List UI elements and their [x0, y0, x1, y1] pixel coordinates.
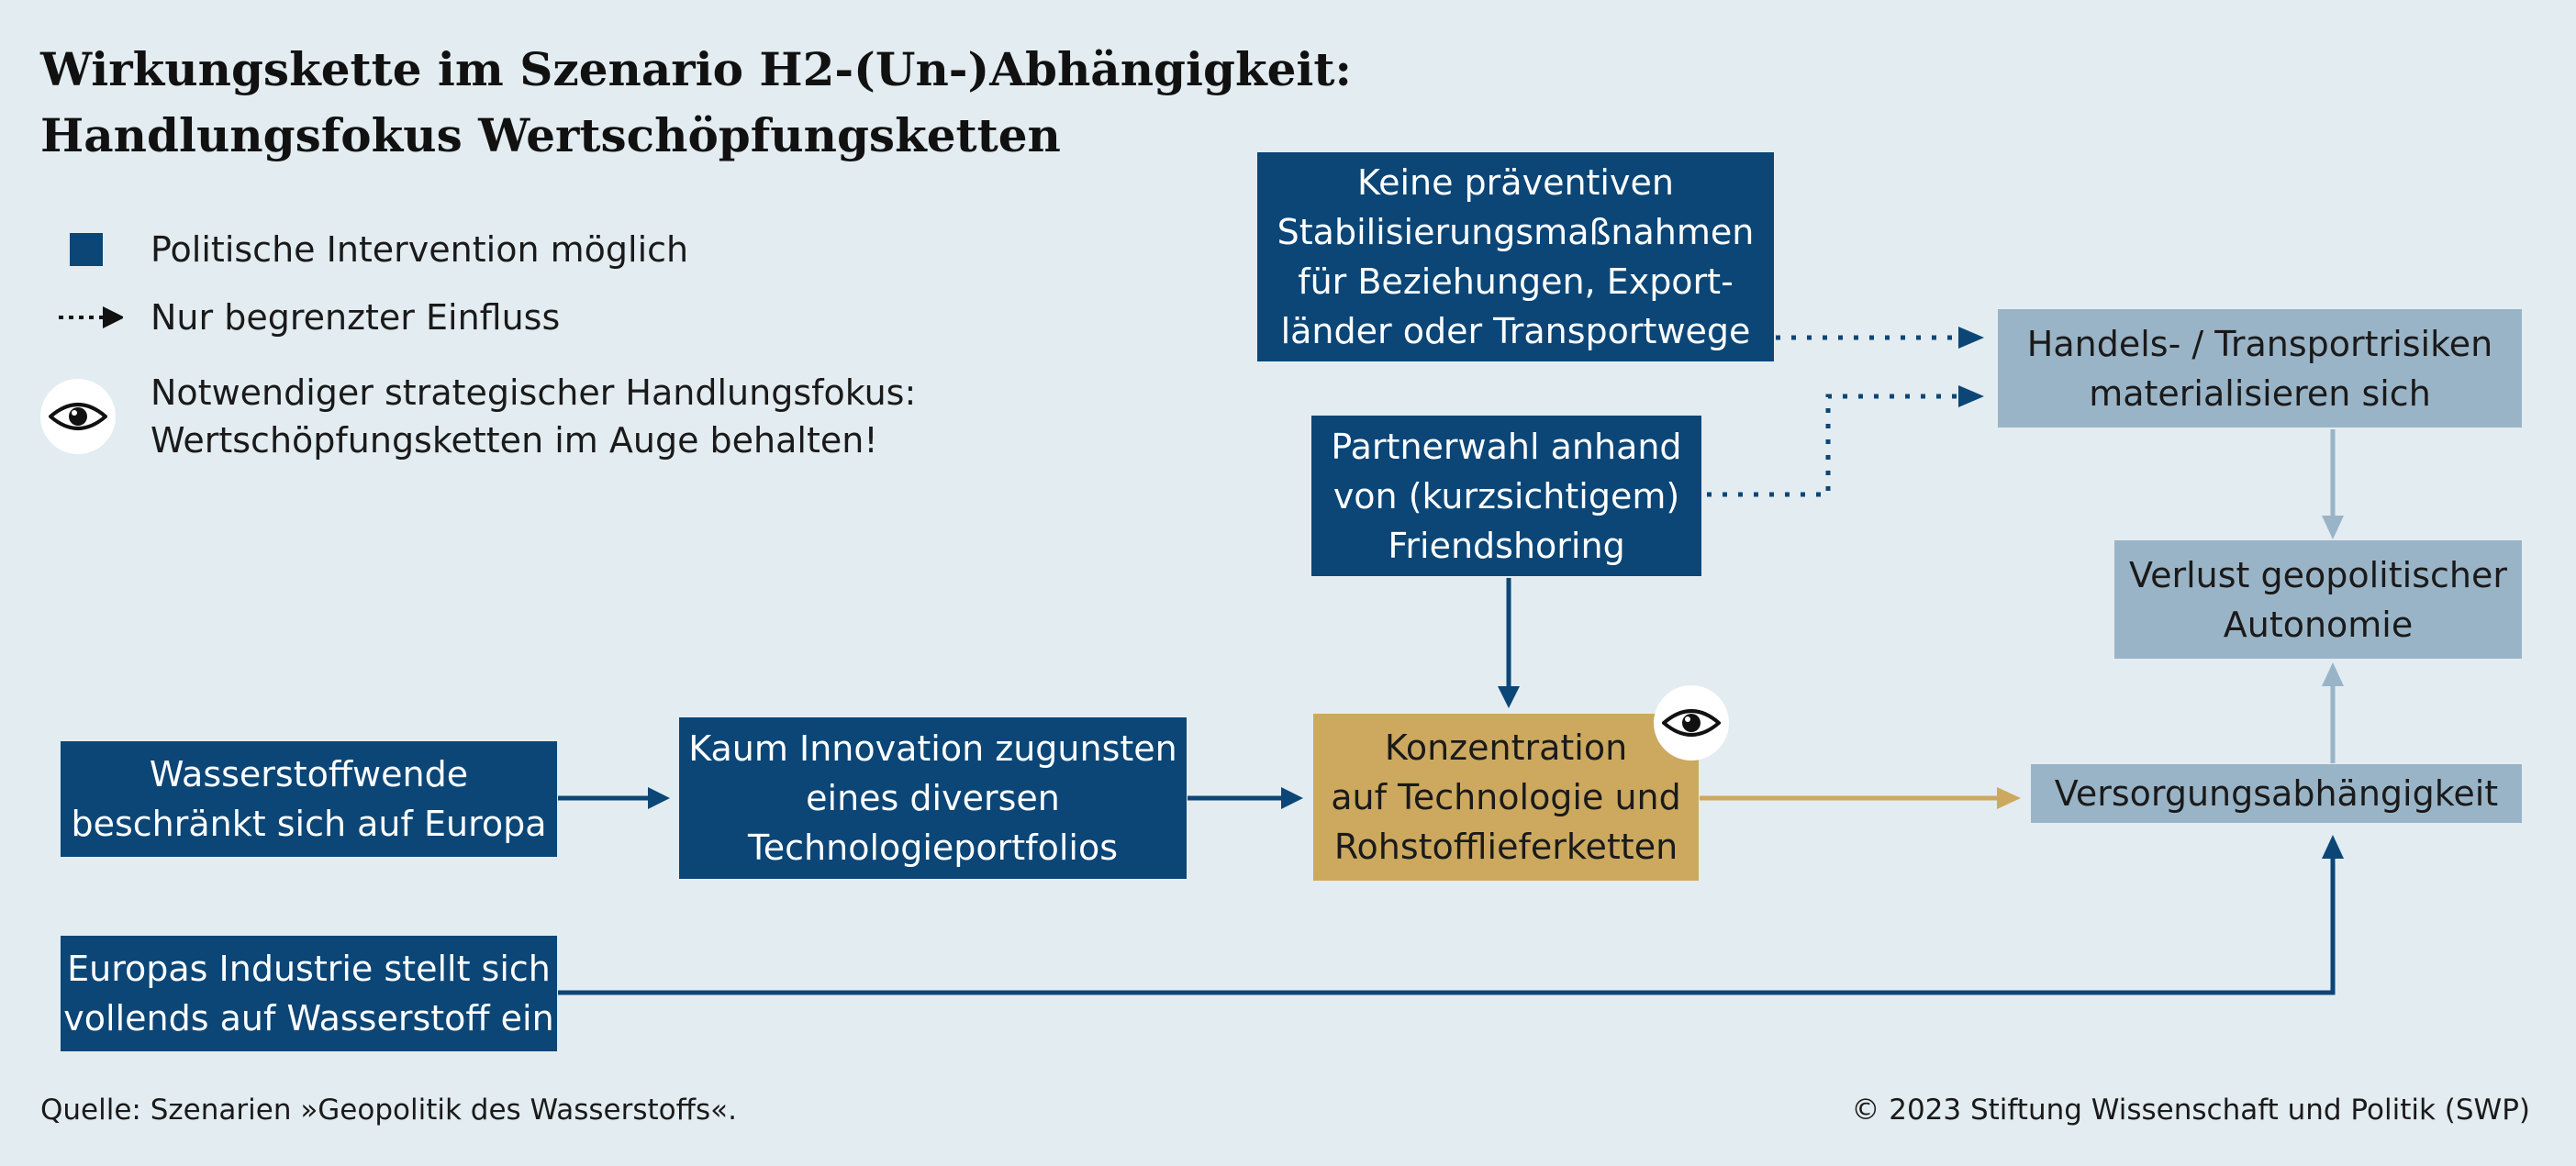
- arrow-industrie-to-versorgung: [558, 859, 2336, 995]
- node-keine-praeventiven-massnahmen: Keine präventiven Stabilisierungsmaßnahm…: [1257, 152, 1774, 361]
- arrow-partnerwahl-to-handels: [1707, 394, 1958, 497]
- legend-focus-line-2: Wertschöpfungsketten im Auge behalten!: [151, 420, 878, 461]
- legend-intervention: Politische Intervention möglich: [40, 226, 688, 273]
- legend-focus-line-1: Notwendiger strategischer Handlungsfokus…: [151, 372, 917, 413]
- source-note: Quelle: Szenarien »Geopolitik des Wasser…: [40, 1094, 737, 1127]
- node-wasserstoffwende-europa: Wasserstoffwende beschränkt sich auf Eur…: [61, 741, 557, 857]
- node-partnerwahl-friendshoring: Partnerwahl anhand von (kurzsichtigem) F…: [1311, 416, 1701, 576]
- legend-limited: Nur begrenzter Einfluss: [40, 294, 560, 341]
- eye-icon: [1654, 685, 1729, 761]
- title-line-1: Wirkungskette im Szenario H2-(Un-)Abhäng…: [40, 42, 1352, 96]
- legend-intervention-label: Politische Intervention möglich: [151, 229, 689, 270]
- eye-icon: [40, 379, 116, 454]
- legend-focus: Notwendiger strategischer Handlungsfokus…: [40, 369, 916, 464]
- legend-limited-label: Nur begrenzter Einfluss: [151, 297, 561, 338]
- copyright-note: © 2023 Stiftung Wissenschaft und Politik…: [1851, 1094, 2530, 1127]
- node-verlust-geopolitischer-autonomie: Verlust geopolitischer Autonomie: [2114, 540, 2522, 659]
- node-handels-transportrisiken: Handels- / Transportrisiken materialisie…: [1998, 309, 2522, 428]
- node-versorgungsabhaengigkeit: Versorgungsabhängigkeit: [2031, 764, 2522, 823]
- title-line-2: Handlungsfokus Wertschöpfungsketten: [40, 108, 1061, 162]
- node-kaum-innovation: Kaum Innovation zugunsten eines diversen…: [679, 717, 1187, 879]
- dotted-arrow-icon: [59, 306, 123, 328]
- node-konzentration-lieferketten: Konzentration auf Technologie und Rohsto…: [1313, 714, 1699, 881]
- diagram-title: Wirkungskette im Szenario H2-(Un-)Abhäng…: [40, 37, 1352, 169]
- filled-square-icon: [70, 233, 103, 266]
- node-europas-industrie: Europas Industrie stellt sich vollends a…: [61, 936, 557, 1051]
- focus-marker: [1654, 685, 1729, 761]
